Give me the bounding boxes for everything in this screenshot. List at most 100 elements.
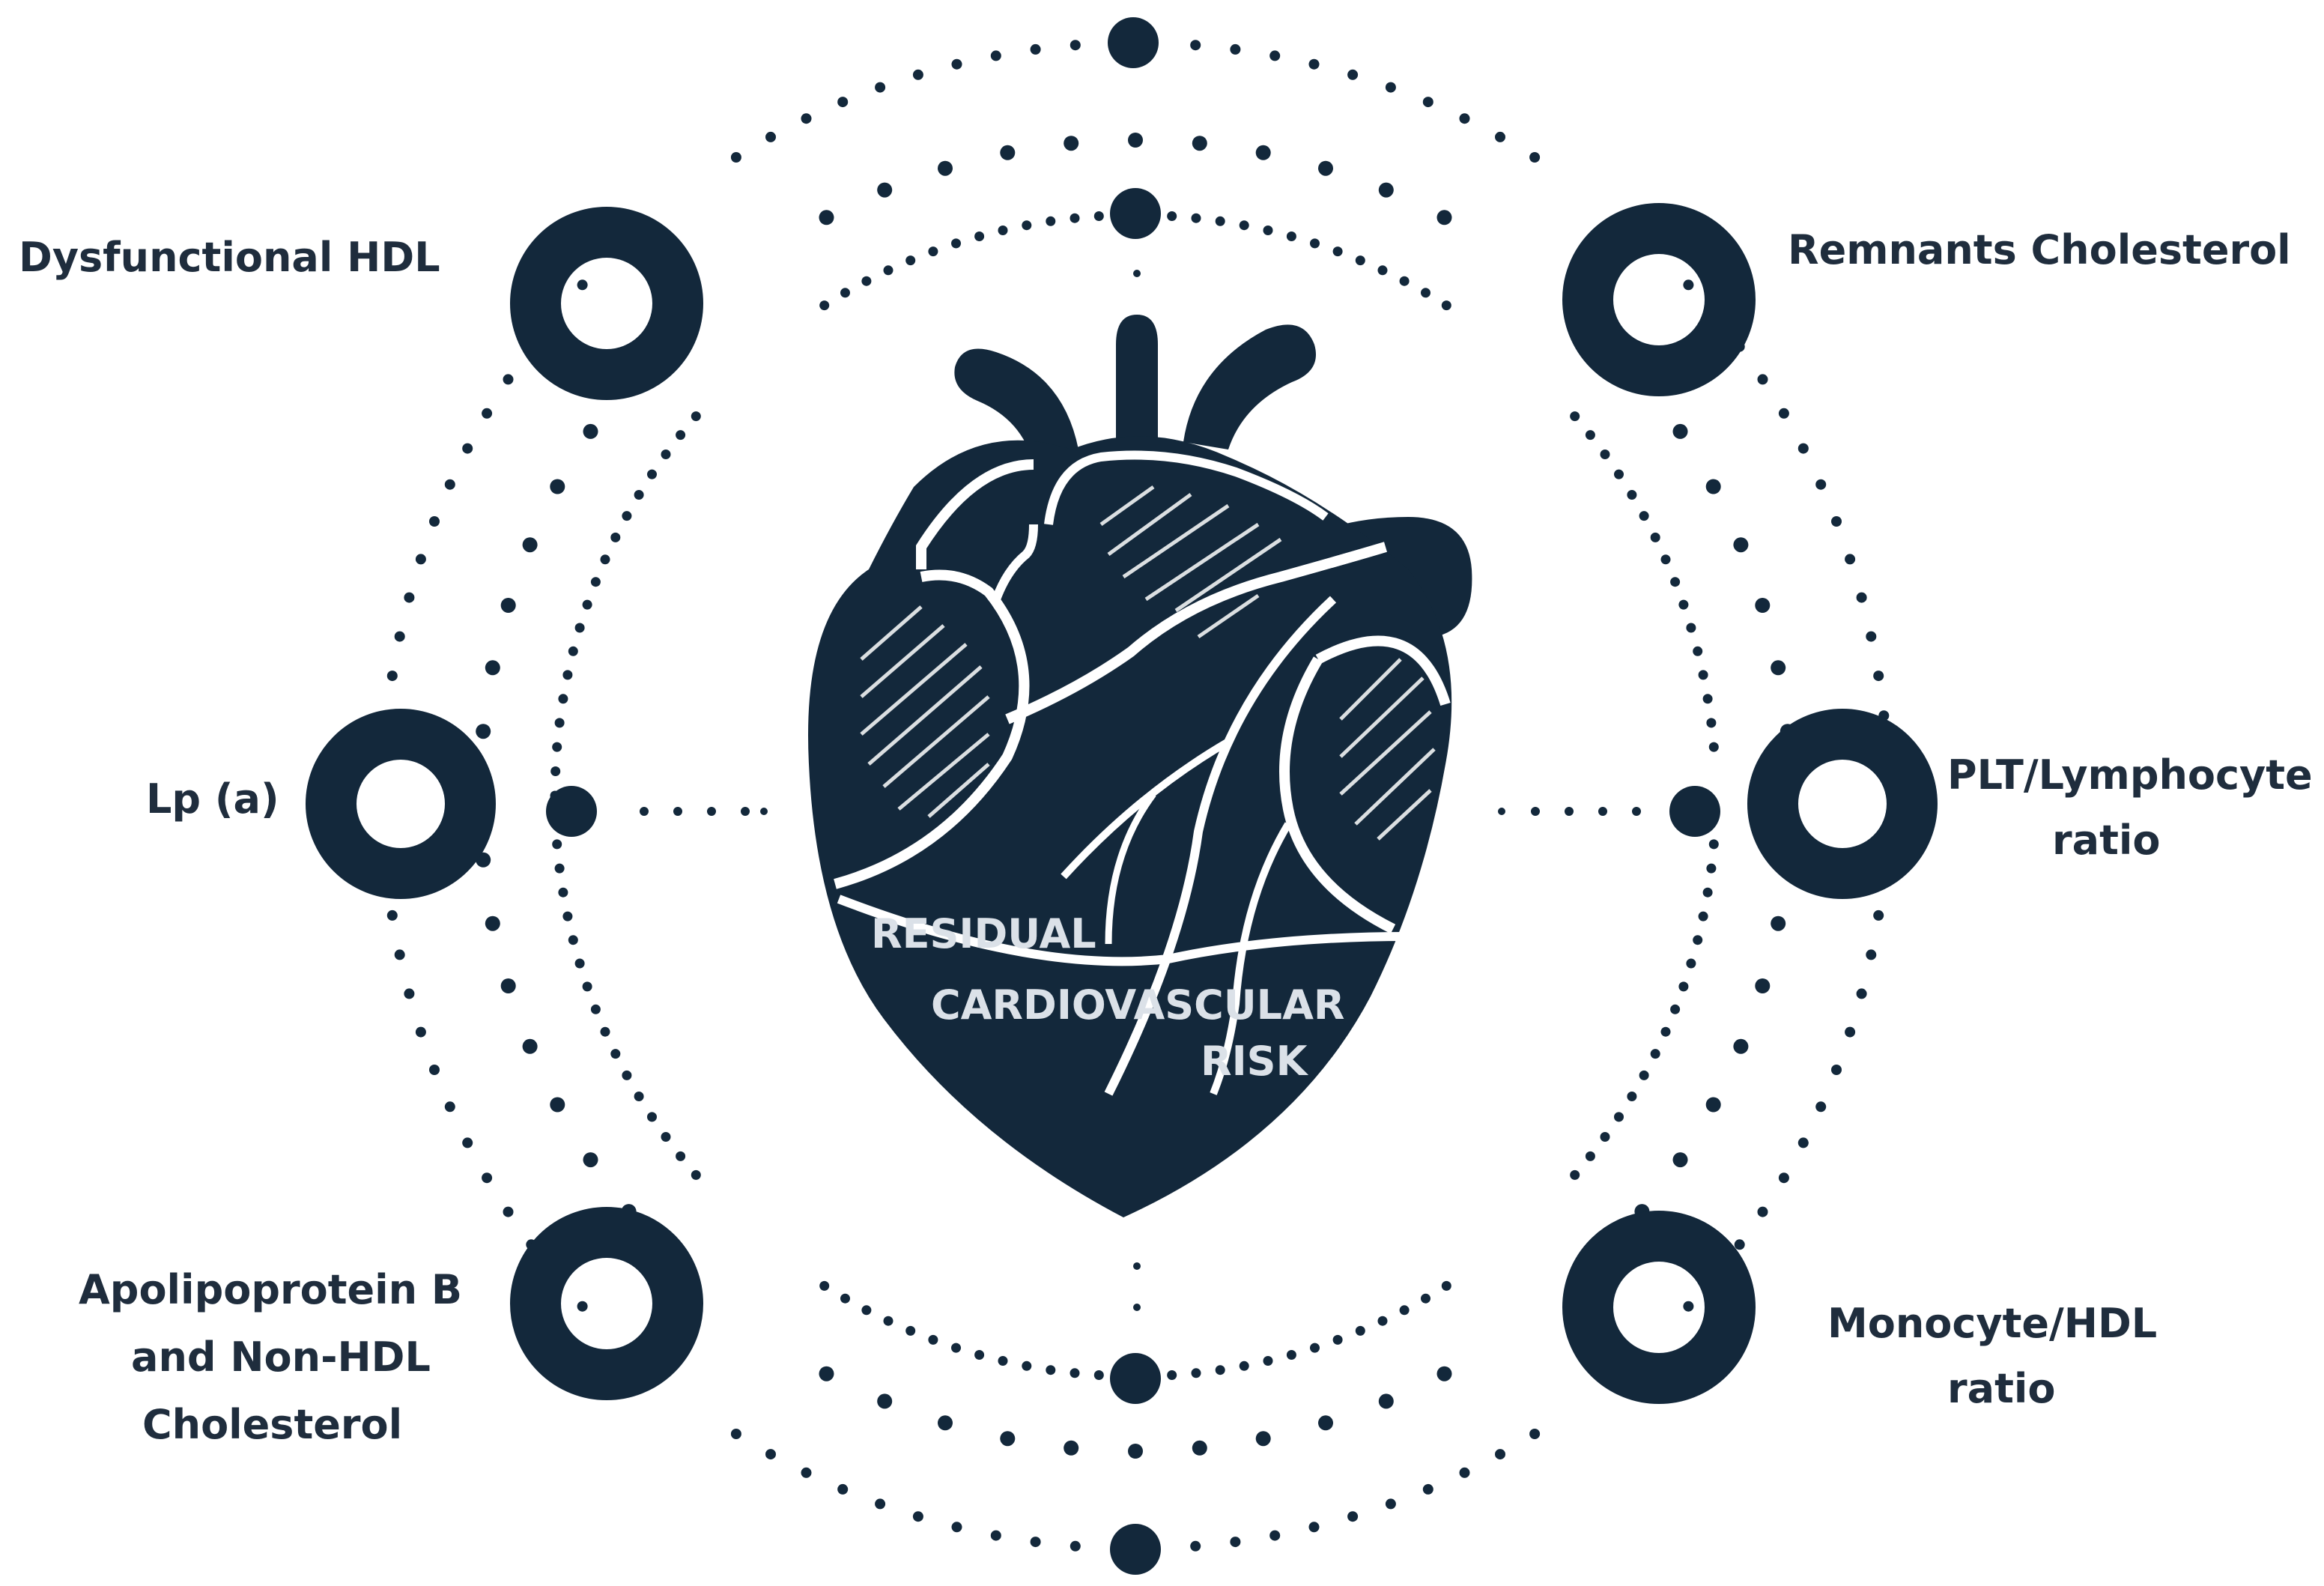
orbit-dot <box>1856 592 1867 603</box>
orbit-dot <box>1650 1049 1660 1059</box>
orbit-dot <box>550 766 561 776</box>
orbit-dot <box>1046 216 1056 226</box>
orbit-dot <box>1627 1092 1637 1101</box>
orbit-dot <box>1678 981 1689 992</box>
orbit-dot <box>1693 646 1703 656</box>
orbit-dot <box>482 1172 493 1184</box>
orbit-dot <box>912 1511 923 1522</box>
orbit-dot <box>1771 660 1786 676</box>
orbit-dot <box>386 909 398 921</box>
center-label-line2: CARDIOVASCULAR <box>931 981 1344 1029</box>
label-apob-line2: and Non-HDL <box>131 1334 431 1381</box>
orbit-dot <box>1600 450 1610 459</box>
orbit-dot <box>990 1530 1001 1541</box>
orbit-dot <box>503 374 514 385</box>
orbit-dot <box>444 1101 455 1113</box>
orbit-dot <box>1678 599 1689 610</box>
orbit-dot <box>634 1092 644 1101</box>
vertical-connector-dots <box>1133 270 1141 1311</box>
orbit-dot <box>1815 479 1827 490</box>
orbit-dot <box>819 1280 830 1291</box>
orbit-dot <box>500 598 516 613</box>
orbit-dot <box>1708 839 1719 850</box>
orbit-dot <box>1873 909 1884 921</box>
orbit-dot <box>1845 554 1856 565</box>
orbit-dot <box>1070 1540 1081 1552</box>
orbit-dot <box>875 1498 886 1510</box>
orbit-dot <box>1190 1540 1201 1552</box>
orbit-dot <box>1670 577 1681 587</box>
orbit-dot <box>1239 1360 1249 1371</box>
orbit-dot <box>1441 1280 1451 1291</box>
right-connector-dots <box>1498 807 1641 816</box>
orbit-dot <box>1422 1483 1433 1495</box>
orbit-dot <box>1733 1038 1749 1054</box>
orbit-dot <box>1529 1429 1541 1439</box>
orbit-dot <box>583 1152 598 1168</box>
orbit-dot <box>990 50 1001 61</box>
orbit-dot <box>837 97 849 108</box>
orbit-dot <box>1215 1365 1225 1375</box>
orbit-dot <box>1686 958 1696 969</box>
orbit-dot <box>1070 40 1081 51</box>
orbit-dot <box>1529 152 1541 163</box>
orbit-dot <box>522 537 538 553</box>
orbit-dot <box>1070 213 1080 223</box>
orbit-dot <box>1310 238 1320 249</box>
axis-dots <box>546 17 1720 1575</box>
orbit-dot <box>1191 213 1201 223</box>
orbit-dot <box>1377 1316 1388 1326</box>
orbit-dot <box>1778 1172 1789 1184</box>
orbit-dot <box>1495 1449 1505 1460</box>
ring-node-plt-lymphocyte <box>1747 709 1938 899</box>
orbit-dot <box>1733 537 1749 553</box>
orbit-dot <box>1693 935 1703 945</box>
orbit-dot <box>691 1169 701 1180</box>
orbit-dot <box>765 131 776 142</box>
orbit-dot <box>622 1070 632 1080</box>
orbit-dot <box>840 288 850 298</box>
orbit-dot <box>1046 1365 1056 1375</box>
orbit-dot <box>974 231 985 241</box>
orbit-dot <box>1128 133 1143 148</box>
orbit-dot <box>883 1316 894 1326</box>
orbit-dot <box>1436 1366 1452 1381</box>
orbit-dot <box>582 981 592 992</box>
orbit-dot <box>1269 50 1281 61</box>
orbit-dot <box>1422 97 1433 108</box>
orbit-dot <box>1030 1537 1041 1548</box>
orbit-dot <box>661 1132 671 1142</box>
orbit-dot <box>404 988 415 999</box>
orbit-dot <box>1378 1393 1394 1409</box>
orbit-dot <box>1441 300 1451 311</box>
orbit-dot <box>476 724 491 739</box>
orbit-dot <box>1600 1132 1610 1142</box>
orbit-dot <box>1355 255 1365 266</box>
orbit-dot <box>1755 598 1771 613</box>
orbit-dot <box>1332 246 1343 257</box>
orbit-dot <box>1263 226 1273 235</box>
label-lpa: Lp (a) <box>146 775 279 823</box>
orbit-dot <box>1614 1112 1624 1122</box>
orbit-dot <box>730 1429 741 1439</box>
orbit-dot <box>386 671 398 682</box>
orbit-dot <box>1399 276 1410 286</box>
orbit-dot <box>1308 58 1320 70</box>
orbit-dot <box>503 1206 514 1217</box>
orbit-dot <box>600 1026 610 1037</box>
label-monocyte-hdl-line2: ratio <box>1947 1365 2056 1412</box>
orbit-dot <box>840 1293 850 1304</box>
label-plt-lymphocyte-line2: ratio <box>2052 817 2161 864</box>
center-label-line1: RESIDUAL <box>871 910 1096 957</box>
orbit-dot <box>1706 718 1717 728</box>
orbit-dot <box>429 1065 440 1075</box>
orbit-dot <box>875 82 886 93</box>
orbit-dot <box>861 1305 872 1316</box>
orbit-dot <box>1318 1415 1333 1431</box>
orbit-dot <box>861 276 872 286</box>
orbit-dot <box>462 443 473 454</box>
orbit-dot <box>1705 1097 1721 1113</box>
orbit-dot <box>877 182 893 198</box>
orbit-dot <box>462 1137 473 1148</box>
ring-node-lpa <box>306 709 496 899</box>
